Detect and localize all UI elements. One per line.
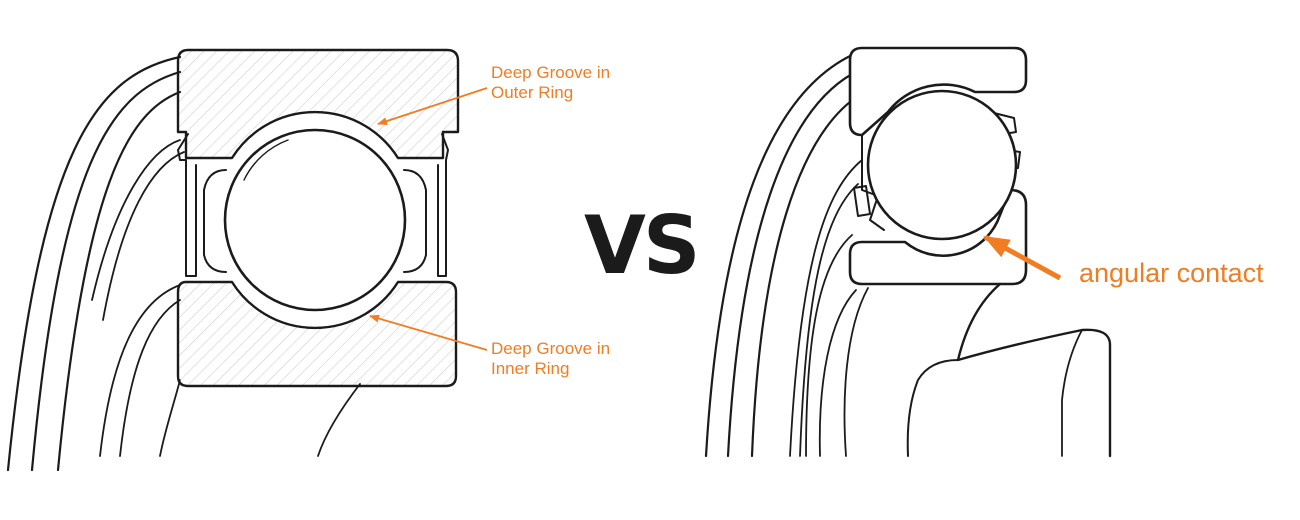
inner-groove-label-line2: Inner Ring xyxy=(491,359,570,379)
outer-body-arcs-right xyxy=(704,53,860,458)
outer-ring-right xyxy=(848,46,1028,137)
outer-groove-label: Deep Groove in Outer Ring xyxy=(491,63,610,103)
outer-ring-section xyxy=(176,48,460,160)
cage-tab xyxy=(853,185,871,217)
angular-contact-arrow xyxy=(983,234,1062,281)
bore-right xyxy=(956,282,1112,458)
vs-text: VS xyxy=(584,199,701,292)
inner-groove-arrow xyxy=(369,314,488,351)
inner-groove-label: Deep Groove in Inner Ring xyxy=(491,339,610,379)
cage-left xyxy=(203,169,227,273)
angular-contact-bearing xyxy=(704,46,1112,458)
ball-highlight xyxy=(243,139,289,181)
bore-inner-right-2 xyxy=(1061,329,1083,457)
outer-groove-label-line1: Deep Groove in xyxy=(491,63,611,82)
seal-arcs xyxy=(91,139,361,457)
inner-ring-right xyxy=(848,188,1028,286)
deep-groove-bearing xyxy=(6,48,460,472)
cage-right xyxy=(403,169,427,273)
angular-contact-label: angular contact xyxy=(1079,258,1264,288)
ball-right xyxy=(866,89,1018,241)
outer-groove-arrow xyxy=(377,87,488,125)
inner-groove-label-line1: Deep Groove in xyxy=(491,339,611,358)
inner-ring-section xyxy=(176,280,458,388)
left-shield xyxy=(177,133,197,277)
outer-groove-label-line2: Outer Ring xyxy=(491,83,574,103)
bore-inner-right xyxy=(906,359,959,457)
ball-left xyxy=(223,128,407,312)
outer-body-arcs xyxy=(6,55,182,472)
right-shield xyxy=(437,133,449,277)
inner-arcs-right xyxy=(789,159,869,457)
